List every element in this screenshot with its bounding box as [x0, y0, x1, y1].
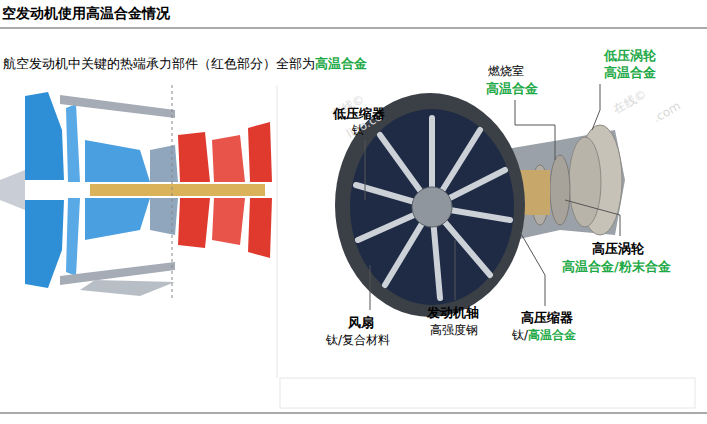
part-name: 燃烧室 — [488, 64, 524, 78]
part-name: 风扇 — [348, 315, 374, 331]
part-name: 低压涡轮 — [604, 48, 656, 64]
engine-cutaway — [335, 93, 625, 317]
cross-section — [0, 80, 275, 300]
part-name: 发动机轴 — [427, 305, 479, 321]
subtitle-highlight: 高温合金 — [315, 56, 367, 72]
part-name: 高压涡轮 — [592, 241, 644, 257]
material: 钛/复合材料 — [326, 333, 390, 347]
material: 钛/ — [512, 328, 528, 342]
material-highlight: 高温合金 — [528, 328, 576, 342]
watermark: 在线© — [611, 87, 649, 117]
material: 钛 — [352, 123, 364, 137]
slide-title: 空发动机使用高温合金情况 — [2, 5, 170, 22]
material: 高温合金/粉末合金 — [562, 259, 671, 275]
part-name: 低压缩器 — [333, 106, 385, 122]
material: 高温合金 — [604, 65, 656, 81]
material: 高温合金 — [486, 81, 538, 97]
material: 高强度钢 — [430, 323, 478, 337]
watermark: .com — [650, 99, 683, 126]
leader-lines — [365, 84, 620, 310]
part-name: 高压缩器 — [521, 310, 573, 326]
subtitle: 航空发动机中关键的热端承力部件（红色部分）全部为 — [3, 56, 315, 72]
